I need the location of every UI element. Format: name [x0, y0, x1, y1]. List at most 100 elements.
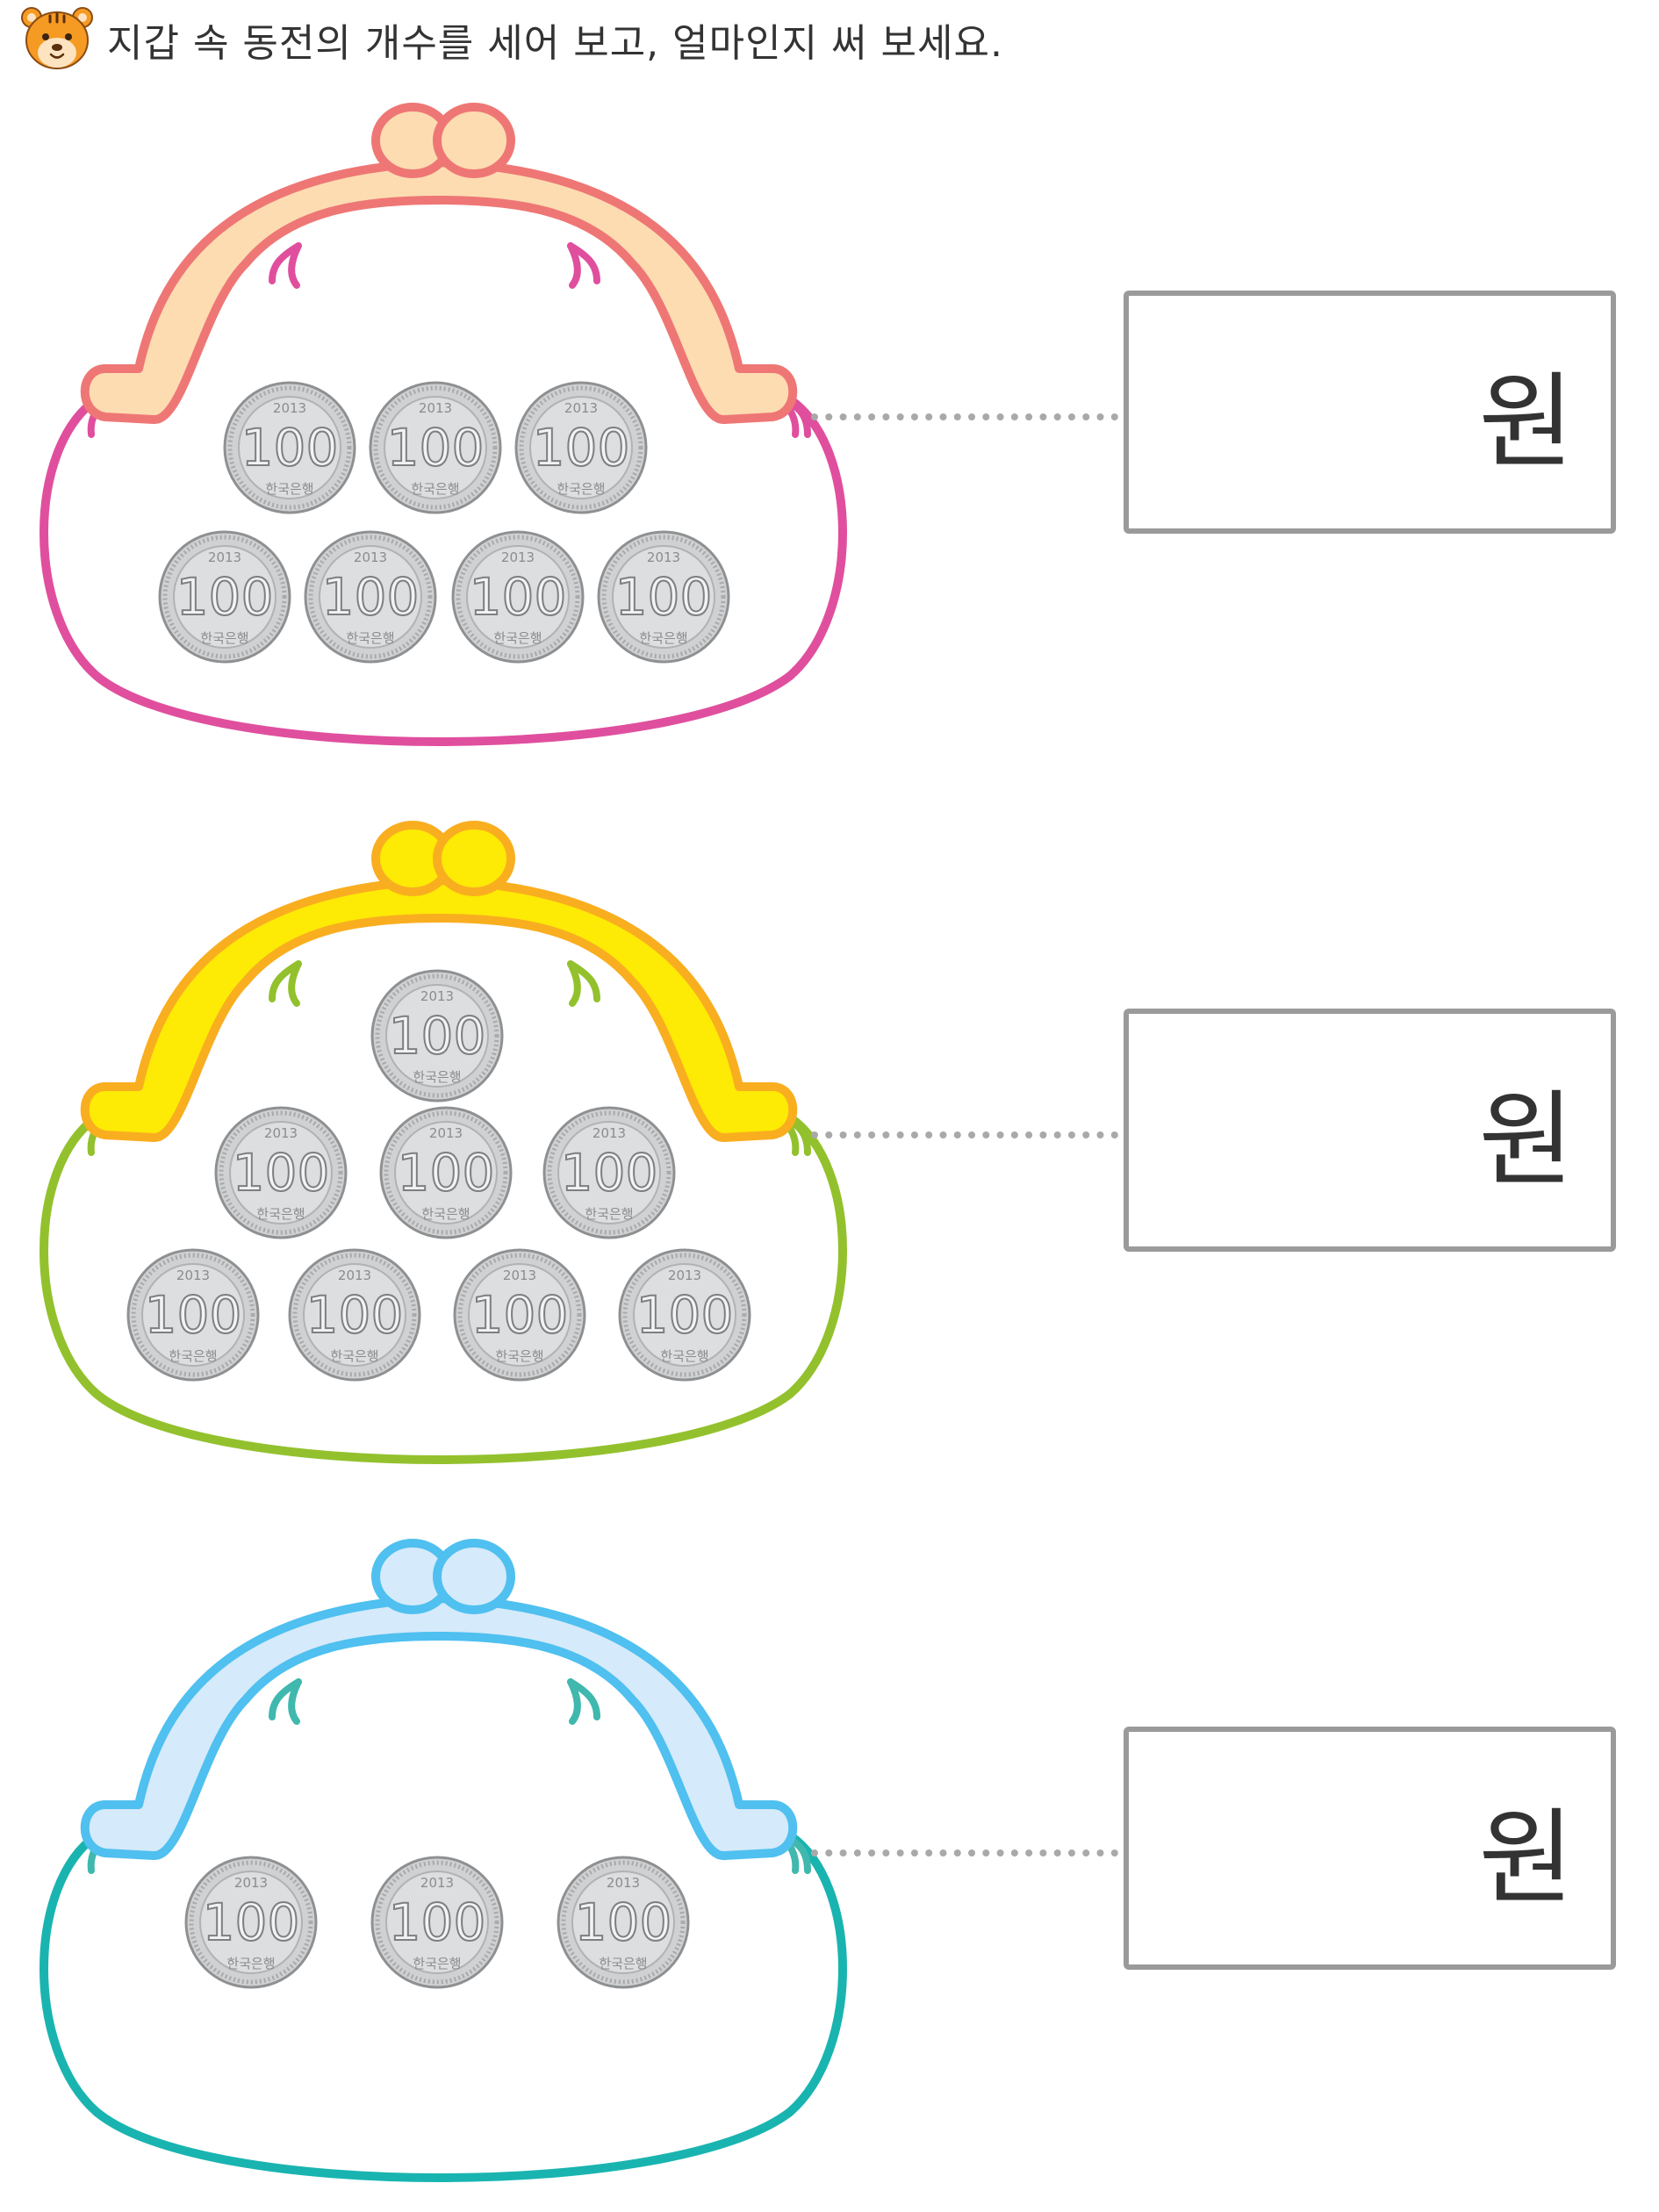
coin-value-text: 100 [203, 1892, 300, 1952]
coin-value-text: 100 [615, 567, 713, 627]
coin-bottom-text: 한국은행 [421, 1206, 470, 1222]
purse-thread [269, 242, 302, 284]
coin-bottom-text: 한국은행 [557, 481, 605, 497]
coin-year-text: 2013 [354, 549, 387, 565]
coin-year-text: 2013 [420, 1875, 454, 1891]
coin-year-text: 2013 [564, 400, 598, 416]
purse-clasp [80, 1594, 798, 1860]
purse-thread [567, 1678, 600, 1720]
purse-illustration: 100 2013 한국은행 100 2013 한국은행 100 2013 한국은행 100 2013… [40, 103, 847, 746]
coin-year-text: 2013 [208, 549, 241, 565]
coin-bottom-text: 한국은행 [413, 1069, 461, 1085]
coin-bottom-text: 한국은행 [660, 1348, 708, 1364]
coin-value-text: 100 [470, 567, 567, 627]
purse-1: 100 2013 한국은행 100 2013 한국은행 100 2013 한국은행 100 2013… [26, 88, 860, 772]
coin-year-text: 2013 [420, 988, 454, 1004]
coin-100-won: 100 2013 한국은행 [126, 1248, 260, 1382]
coin-100-won: 100 2013 한국은행 [214, 1106, 348, 1239]
coin-value-text: 100 [471, 1285, 569, 1345]
coin-100-won: 100 2013 한국은행 [597, 530, 730, 664]
coin-100-won: 100 2013 한국은행 [370, 969, 504, 1102]
coin-100-won: 100 2013 한국은행 [379, 1106, 513, 1239]
coin-year-text: 2013 [338, 1268, 371, 1283]
leader-line-2 [811, 1131, 1118, 1138]
coin-value-text: 100 [561, 1143, 658, 1203]
answer-input-1[interactable] [1146, 348, 1457, 482]
leader-line-1 [811, 413, 1118, 420]
coin-value-text: 100 [398, 1143, 495, 1203]
coin-100-won: 100 2013 한국은행 [451, 530, 585, 664]
coin-year-text: 2013 [592, 1125, 626, 1141]
purse-thread [269, 960, 302, 1002]
coin-value-text: 100 [145, 1285, 242, 1345]
purse-thread [567, 960, 600, 1002]
coin-bottom-text: 한국은행 [256, 1206, 305, 1222]
answer-box-2[interactable]: 원 [1124, 1009, 1616, 1252]
coin-value-text: 100 [389, 1892, 486, 1952]
answer-box-3[interactable]: 원 [1124, 1727, 1616, 1970]
tiger-face-icon [21, 7, 93, 69]
coin-bottom-text: 한국은행 [585, 1206, 633, 1222]
answer-input-3[interactable] [1146, 1785, 1457, 1918]
coin-bottom-text: 한국은행 [330, 1348, 378, 1364]
coin-100-won: 100 2013 한국은행 [158, 530, 291, 664]
coin-value-text: 100 [387, 418, 485, 478]
coin-year-text: 2013 [273, 400, 306, 416]
coin-100-won: 100 2013 한국은행 [223, 381, 356, 514]
coin-value-text: 100 [322, 567, 420, 627]
coin-value-text: 100 [176, 567, 274, 627]
purse-2: 100 2013 한국은행 100 2013 한국은행 100 2013 한국은행 100 2013… [26, 806, 860, 1490]
unit-label-1: 원 [1478, 361, 1574, 482]
unit-label-3: 원 [1478, 1797, 1574, 1918]
instruction-text: 지갑 속 동전의 개수를 세어 보고, 얼마인지 써 보세요. [107, 21, 1003, 66]
unit-label-2: 원 [1478, 1079, 1574, 1200]
coin-bottom-text: 한국은행 [411, 481, 459, 497]
purse-thread [269, 1678, 302, 1720]
coin-100-won: 100 2013 한국은행 [618, 1248, 751, 1382]
coin-year-text: 2013 [503, 1268, 536, 1283]
coin-year-text: 2013 [647, 549, 680, 565]
coin-year-text: 2013 [176, 1268, 210, 1283]
coin-value-text: 100 [575, 1892, 672, 1952]
clasp-knob-right [433, 821, 515, 896]
coin-bottom-text: 한국은행 [639, 630, 687, 646]
purse-body [40, 395, 847, 746]
clasp-knob-right [433, 103, 515, 178]
coin-100-won: 100 2013 한국은행 [288, 1248, 421, 1382]
coin-value-text: 100 [389, 1006, 486, 1066]
coin-bottom-text: 한국은행 [599, 1956, 647, 1971]
coin-year-text: 2013 [607, 1875, 640, 1891]
purse-body [40, 1113, 847, 1464]
coin-bottom-text: 한국은행 [413, 1956, 461, 1971]
coin-year-text: 2013 [234, 1875, 268, 1891]
answer-input-2[interactable] [1146, 1066, 1457, 1200]
coin-value-text: 100 [241, 418, 339, 478]
coin-bottom-text: 한국은행 [226, 1956, 275, 1971]
purse-clasp [80, 158, 798, 424]
coin-year-text: 2013 [264, 1125, 298, 1141]
coin-year-text: 2013 [668, 1268, 701, 1283]
purse-thread [567, 242, 600, 284]
coin-year-text: 2013 [501, 549, 535, 565]
purse-illustration: 100 2013 한국은행 100 2013 한국은행 100 2013 한국은행 100 2013… [40, 821, 847, 1464]
purse-body [40, 1831, 847, 2182]
coin-value-text: 100 [233, 1143, 330, 1203]
coin-year-text: 2013 [429, 1125, 463, 1141]
answer-box-1[interactable]: 원 [1124, 291, 1616, 534]
instruction-header: 지갑 속 동전의 개수를 세어 보고, 얼마인지 써 보세요. [19, 2, 1003, 77]
coin-bottom-text: 한국은행 [169, 1348, 217, 1364]
coin-100-won: 100 2013 한국은행 [542, 1106, 676, 1239]
coin-bottom-text: 한국은행 [493, 630, 542, 646]
coin-bottom-text: 한국은행 [346, 630, 394, 646]
coin-value-text: 100 [306, 1285, 404, 1345]
coin-bottom-text: 한국은행 [265, 481, 313, 497]
coin-bottom-text: 한국은행 [200, 630, 248, 646]
coin-100-won: 100 2013 한국은행 [369, 381, 502, 514]
coin-year-text: 2013 [419, 400, 452, 416]
coin-value-text: 100 [636, 1285, 734, 1345]
